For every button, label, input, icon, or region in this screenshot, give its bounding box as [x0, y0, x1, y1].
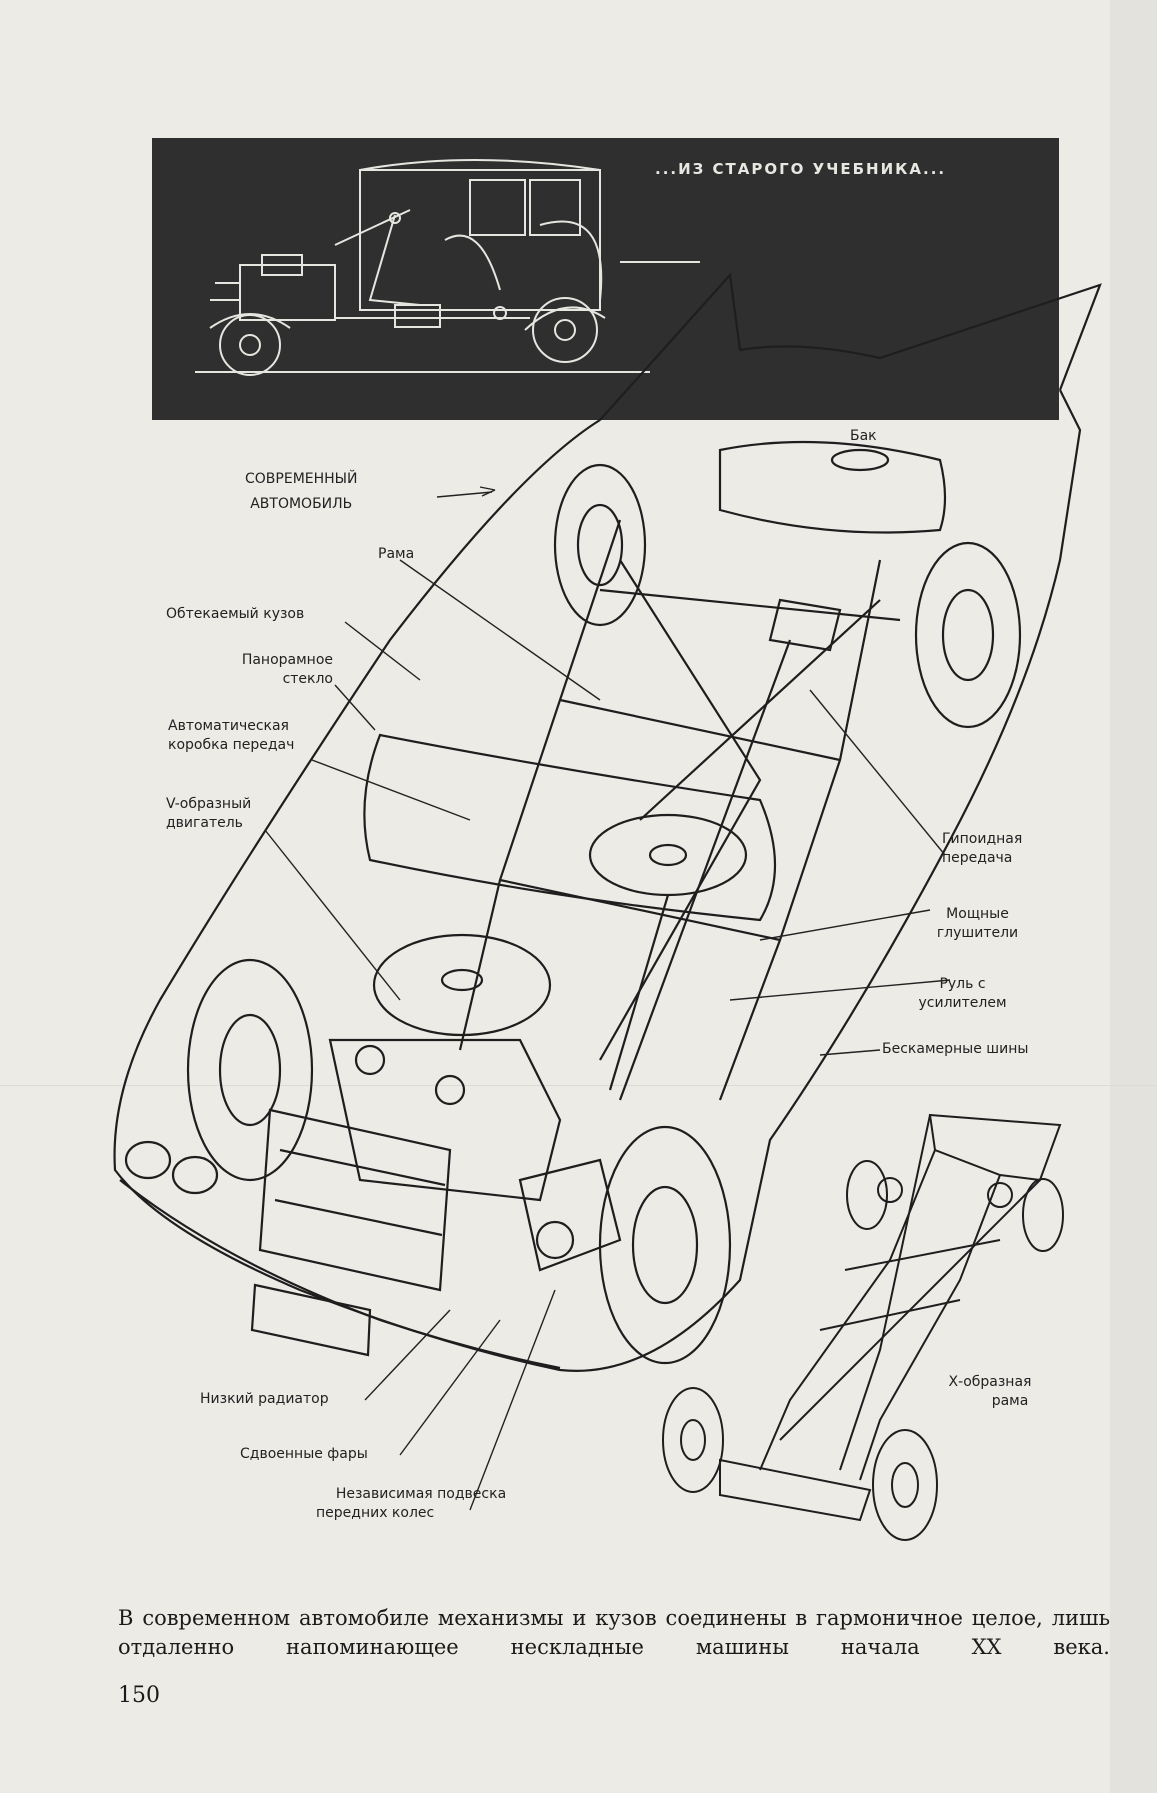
label-panoramic-glass: Панорамное стекло — [178, 651, 333, 689]
label-streamlined-body: Обтекаемый кузов — [166, 606, 305, 622]
label-frame: Рама — [378, 546, 415, 562]
label-modern-car: СОВРЕМЕННЫЙ АВТОМОБИЛЬ — [245, 470, 358, 514]
label-panoramic-glass-line1: Панорамное — [241, 652, 333, 668]
label-v-engine: V-образный двигатель — [166, 795, 251, 833]
old-car-drawing — [195, 159, 700, 376]
label-hypoid-gear-line1: Гипоидная — [942, 831, 1023, 847]
label-auto-gearbox: Автоматическая коробка передач — [168, 717, 294, 755]
label-front-suspension-line2: передних колес — [316, 1505, 435, 1521]
label-auto-gearbox-line1: Автоматическая — [168, 718, 289, 734]
label-modern-car-line2: АВТОМОБИЛЬ — [250, 496, 353, 512]
label-tubeless-tires: Бескамерные шины — [882, 1041, 1029, 1057]
label-front-suspension-line1: Независимая подвеска — [335, 1486, 507, 1502]
label-front-suspension: Независимая подвеска передних колес — [316, 1485, 526, 1523]
label-power-steering-line1: Руль с — [939, 976, 986, 992]
figure-caption: В современном автомобиле механизмы и куз… — [118, 1606, 1110, 1659]
banner-title: ...ИЗ СТАРОГО УЧЕБНИКА... — [655, 160, 947, 178]
label-panoramic-glass-line2: стекло — [282, 671, 333, 687]
label-x-frame: Х-образная рама — [930, 1373, 1050, 1411]
x-frame-drawing — [662, 1113, 1064, 1541]
label-tank: Бак — [850, 428, 877, 444]
label-x-frame-line1: Х-образная — [948, 1374, 1032, 1390]
label-modern-car-line1: СОВРЕМЕННЫЙ — [245, 471, 358, 487]
label-low-radiator: Низкий радиатор — [200, 1391, 329, 1407]
label-mufflers: Мощные глушители — [925, 905, 1030, 943]
label-hypoid-gear-line2: передача — [942, 850, 1013, 866]
label-hypoid-gear: Гипоидная передача — [942, 830, 1022, 868]
label-auto-gearbox-line2: коробка передач — [168, 737, 295, 753]
page-number: 150 — [118, 1683, 160, 1708]
modern-car-drawing — [113, 272, 1102, 1372]
label-mufflers-line2: глушители — [936, 925, 1019, 941]
label-twin-headlights: Сдвоенные фары — [240, 1446, 368, 1462]
label-v-engine-line1: V-образный — [166, 796, 252, 812]
label-power-steering: Руль с усилителем — [905, 975, 1020, 1013]
leader-lines — [264, 486, 951, 1511]
label-v-engine-line2: двигатель — [166, 815, 243, 831]
page-edge-shadow — [1110, 0, 1157, 1793]
label-x-frame-line2: рама — [991, 1393, 1029, 1409]
label-power-steering-line2: усилителем — [918, 995, 1007, 1011]
label-mufflers-line1: Мощные — [946, 906, 1009, 922]
page-fold-line — [0, 1085, 1157, 1086]
